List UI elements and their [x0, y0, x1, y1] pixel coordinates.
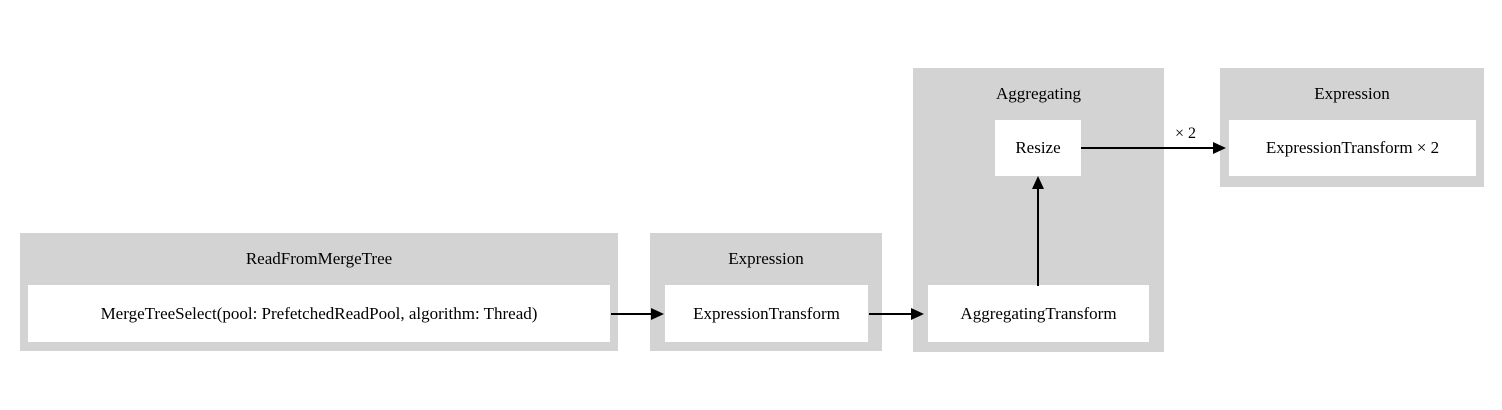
edge-aggregating-to-resize-arrowhead	[1032, 176, 1044, 189]
node-expression-transform-1[interactable]: ExpressionTransform	[665, 285, 868, 342]
edge-resize-to-expression2-arrowhead	[1213, 142, 1226, 154]
node-resize[interactable]: Resize	[995, 120, 1081, 176]
cluster-title-aggregating: Aggregating	[996, 84, 1081, 103]
cluster-title-expression-1: Expression	[728, 249, 804, 268]
cluster-title-read-from-merge-tree: ReadFromMergeTree	[245, 249, 393, 268]
edge-merge-to-expression-line	[611, 313, 653, 315]
node-label-aggregating-transform: AggregatingTransform	[960, 303, 1117, 323]
node-label-merge-tree-select: MergeTreeSelect(pool: PrefetchedReadPool…	[100, 303, 538, 323]
edge-merge-to-expression-arrowhead	[651, 308, 664, 320]
node-merge-tree-select[interactable]: MergeTreeSelect(pool: PrefetchedReadPool…	[28, 285, 610, 342]
edge-expression-to-aggregating-arrowhead	[911, 308, 924, 320]
node-label-resize: Resize	[1015, 138, 1061, 157]
node-expression-transform-2[interactable]: ExpressionTransform × 2	[1229, 120, 1476, 176]
cluster-title-expression-2: Expression	[1314, 84, 1390, 103]
edge-label-resize-to-expression2: × 2	[1175, 125, 1197, 142]
node-aggregating-transform[interactable]: AggregatingTransform	[928, 285, 1149, 342]
edge-resize-to-expression2-line	[1081, 147, 1215, 149]
edge-aggregating-to-resize-line	[1037, 188, 1039, 286]
node-label-expression-transform-2: ExpressionTransform × 2	[1265, 138, 1440, 157]
edge-expression-to-aggregating-line	[869, 313, 911, 315]
node-label-expression-transform-1: ExpressionTransform	[693, 303, 840, 323]
